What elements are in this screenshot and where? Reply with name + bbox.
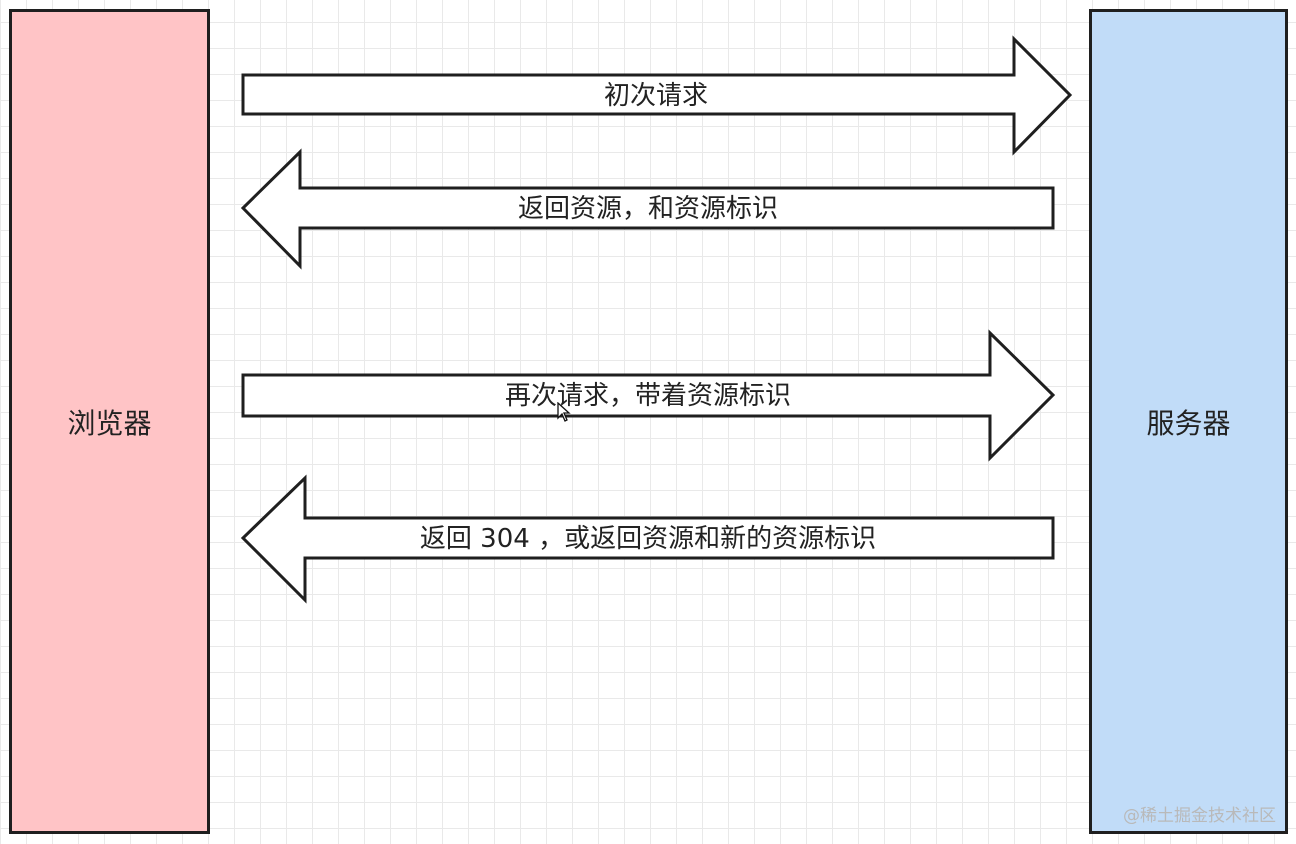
label-initial-request: 初次请求 [603, 81, 709, 111]
label-repeat-request: 再次请求，带着资源标识 [504, 381, 792, 411]
label-return-304: 返回 304 ，或返回资源和新的资源标识 [419, 524, 877, 554]
browser-label: 浏览器 [67, 406, 152, 440]
arrow-initial-request [241, 35, 1073, 156]
browser-lane: 浏览器 [9, 9, 210, 834]
server-lane: 服务器 [1089, 9, 1288, 834]
mouse-cursor-icon [557, 402, 571, 422]
server-label: 服务器 [1146, 406, 1231, 440]
arrow-repeat-request [241, 329, 1056, 462]
arrow-return-resource [240, 148, 1055, 270]
label-return-resource: 返回资源，和资源标识 [517, 194, 779, 224]
watermark: @稀土掘金技术社区 [1123, 806, 1276, 826]
arrow-return-304 [240, 474, 1055, 604]
